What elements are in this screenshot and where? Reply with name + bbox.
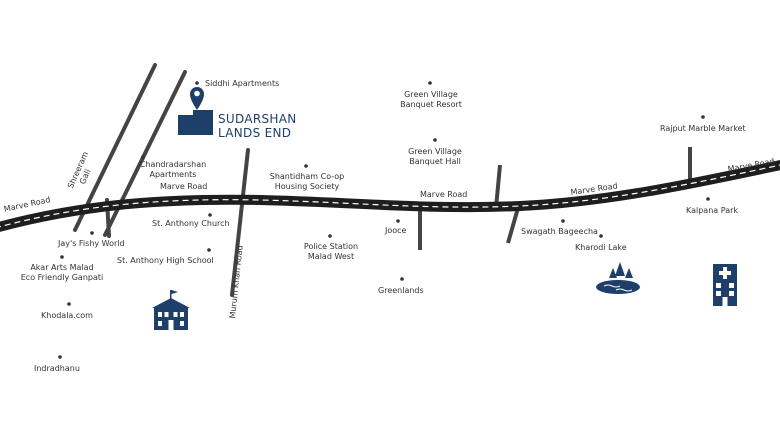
dot-swagath [561, 219, 565, 223]
label-green-resort-line2: Banquet Resort [400, 100, 462, 109]
project-name: SUDARSHAN LANDS END [218, 112, 297, 140]
lake-icon [596, 262, 640, 294]
dot-kalpana [706, 197, 710, 201]
label-greenlands: Greenlands [378, 286, 424, 295]
label-jays-fishy-world: Jay's Fishy World [58, 239, 125, 248]
school-icon [152, 290, 190, 330]
label-green-village-hall: Green Village Banquet Hall [408, 147, 462, 167]
label-shantidham: Shantidham Co-op Housing Society [270, 172, 345, 192]
label-green-village-resort: Green Village Banquet Resort [400, 90, 462, 110]
road-marve-main [0, 160, 780, 232]
label-police-line2: Malad West [307, 252, 355, 261]
dot-khodala [67, 302, 71, 306]
dot-jays [90, 231, 94, 235]
road-spur-swagath [506, 207, 520, 244]
dot-shantidham [304, 164, 308, 168]
dot-indradhanu [58, 355, 62, 359]
dot-jooce [396, 219, 400, 223]
label-akar-line2: Eco Friendly Ganpati [20, 273, 104, 282]
location-pin-icon [190, 87, 204, 110]
road-murum-khan [230, 148, 250, 297]
project-name-line1: SUDARSHAN [218, 112, 297, 126]
road-shreeram-gali-2 [103, 70, 187, 237]
label-rajput-marble: Rajput Marble Market [660, 124, 746, 133]
dot-siddhi [195, 81, 199, 85]
dot-akar [60, 255, 64, 259]
dot-green-resort [428, 81, 432, 85]
dot-green-hall [433, 138, 437, 142]
label-st-anthony-church: St. Anthony Church [152, 219, 230, 228]
dot-church [208, 213, 212, 217]
dot-greenlands [400, 277, 404, 281]
label-jooce: Jooce [385, 226, 407, 235]
dot-rajput [701, 115, 705, 119]
label-chandradarshan-line2: Apartments [149, 170, 197, 179]
label-siddhi-apartments: Siddhi Apartments [205, 79, 280, 88]
label-chandradarshan-line1: Chandradarshan [139, 160, 207, 169]
project-name-line2: LANDS END [218, 126, 292, 140]
label-khodala: Khodala.com [41, 311, 93, 320]
label-shantidham-line2: Housing Society [274, 182, 340, 191]
road-spur-hall [494, 164, 502, 209]
road-label-marve-2: Marve Road [160, 182, 208, 191]
label-green-hall-line1: Green Village [408, 147, 462, 156]
label-akar-line1: Akar Arts Malad [30, 263, 94, 272]
label-police-station: Police Station Malad West [304, 242, 358, 262]
road-label-marve-3: Marve Road [420, 190, 468, 199]
label-st-anthony-school: St. Anthony High School [117, 256, 214, 265]
label-swagath-bageecha: Swagath Bageecha [521, 227, 598, 236]
label-chandradarshan: Chandradarshan Apartments [140, 160, 206, 180]
building-icon [178, 110, 213, 135]
label-akar-arts: Akar Arts Malad Eco Friendly Ganpati [21, 263, 104, 283]
label-shantidham-line1: Shantidham Co-op [269, 172, 345, 181]
road-shreeram-gali-1 [73, 63, 157, 232]
dot-school [207, 248, 211, 252]
dot-police [328, 234, 332, 238]
label-green-resort-line1: Green Village [404, 90, 458, 99]
label-kalpana-park: Kalpana Park [686, 206, 739, 215]
dot-chandradarshan [141, 155, 145, 159]
label-indradhanu: Indradhanu [34, 364, 80, 373]
dot-kharodi [599, 234, 603, 238]
label-police-line1: Police Station [303, 242, 359, 251]
road-marve-dashes [0, 164, 780, 228]
hospital-icon [713, 264, 737, 306]
label-kharodi-lake: Kharodi Lake [575, 243, 627, 252]
label-green-hall-line2: Banquet Hall [409, 157, 461, 166]
